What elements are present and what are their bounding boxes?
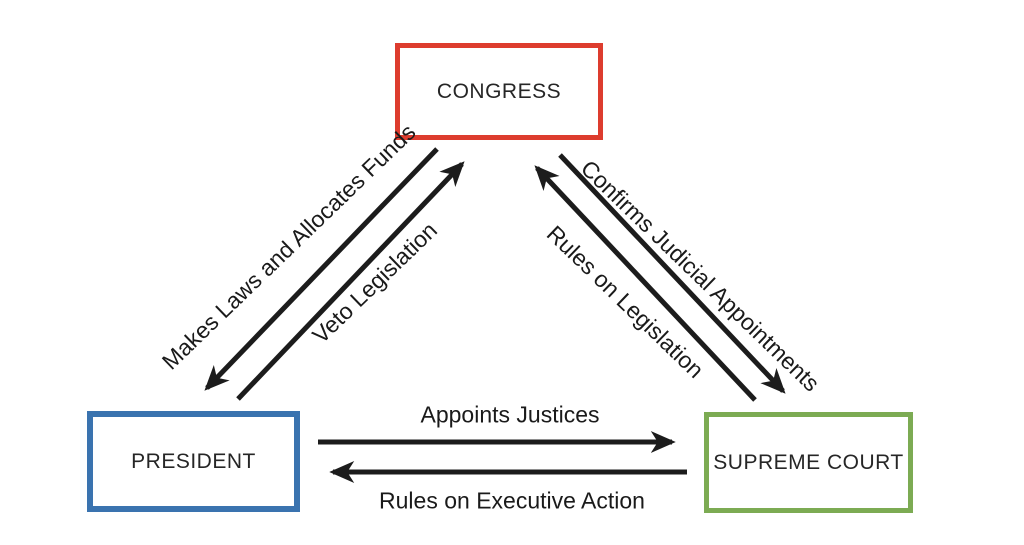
node-congress: CONGRESS (395, 43, 603, 140)
arrow-congress-to-president (204, 147, 439, 391)
arrow-congress-to-supreme-court (558, 153, 786, 394)
node-president: PRESIDENT (87, 411, 300, 512)
edge-label-appoints-justices: Appoints Justices (420, 401, 600, 428)
node-president-label: PRESIDENT (131, 449, 256, 473)
node-supreme-court: SUPREME COURT (704, 412, 913, 513)
arrow-supreme-court-to-congress (534, 165, 757, 402)
arrow-president-to-congress (236, 161, 465, 401)
node-congress-label: CONGRESS (436, 79, 562, 103)
node-supreme-court-label: SUPREME COURT (713, 450, 904, 474)
edge-label-rules-on-executive-action: Rules on Executive Action (379, 487, 645, 514)
